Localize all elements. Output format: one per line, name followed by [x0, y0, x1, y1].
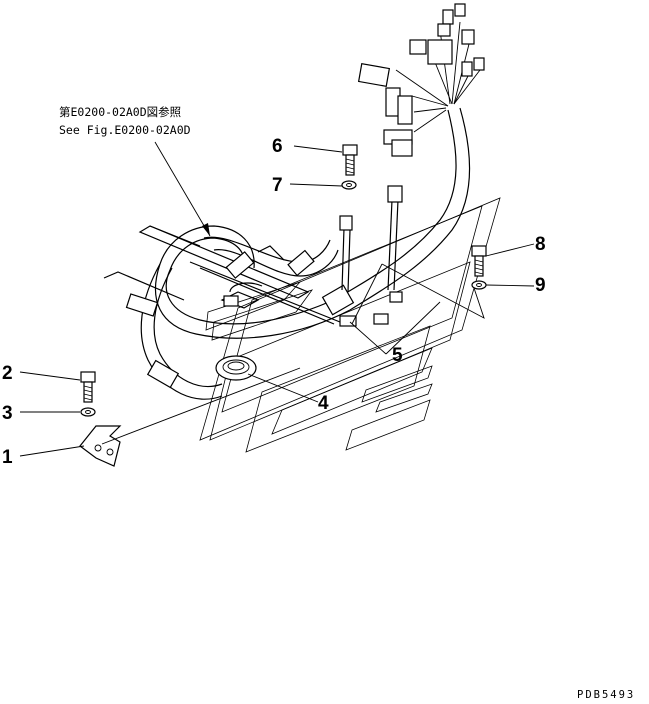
callout-numbers: 1 2 3 4 5 6 7 8 9 — [2, 136, 546, 468]
callout-2: 2 — [2, 363, 13, 384]
wiring-harness — [125, 107, 471, 400]
callout-5: 5 — [392, 345, 403, 366]
reference-note: 第E0200-02A0D図参照 See Fig.E0200-02A0D — [59, 105, 191, 137]
connector-bundle — [357, 3, 485, 157]
callout-3: 3 — [2, 403, 13, 424]
part-2-bolt — [80, 371, 96, 403]
drawing-code: PDB5493 — [577, 689, 635, 701]
part-1-bracket — [79, 425, 122, 467]
callout-4: 4 — [318, 393, 329, 414]
leader-lines — [19, 141, 535, 457]
part-4-grommet — [215, 355, 257, 381]
reference-note-jp: 第E0200-02A0D図参照 — [59, 105, 181, 119]
callout-6: 6 — [272, 136, 283, 157]
reference-note-en: See Fig.E0200-02A0D — [59, 123, 191, 137]
part-6-bolt — [342, 144, 358, 176]
callout-9: 9 — [535, 275, 546, 296]
callout-7: 7 — [272, 175, 283, 196]
part-7-washer — [341, 180, 357, 190]
part-3-washer — [80, 407, 96, 417]
callout-8: 8 — [535, 234, 546, 255]
part-9-washer — [471, 280, 487, 290]
callout-1: 1 — [2, 447, 13, 468]
part-8-bolt — [471, 245, 487, 277]
